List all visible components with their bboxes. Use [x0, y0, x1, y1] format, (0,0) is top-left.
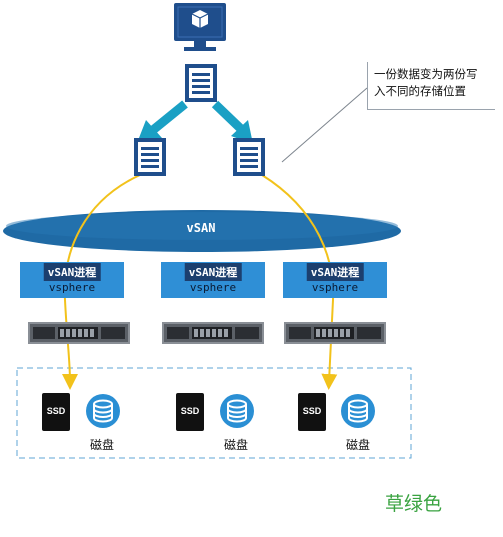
ssd-icon: SSD [176, 393, 204, 431]
annotation-line-1: 一份数据变为两份写 [374, 67, 478, 81]
host-subtitle: vsphere [311, 281, 359, 294]
annotation-callout: 一份数据变为两份写 入不同的存储位置 [367, 62, 495, 110]
computer-monitor-icon [174, 3, 226, 51]
disk-icon [86, 394, 120, 428]
copy-document-icon-left [134, 138, 166, 176]
copy-document-icon-right [233, 138, 265, 176]
storage-group-border [16, 367, 412, 459]
disk-icon [341, 394, 375, 428]
ssd-label: SSD [46, 406, 66, 416]
host-box-1: vSAN进程 vsphere [20, 262, 124, 298]
host-subtitle: vsphere [48, 281, 96, 294]
server-rack-icon [162, 322, 264, 344]
ssd-label: SSD [302, 406, 322, 416]
disk-label: 磁盘 [90, 438, 115, 452]
source-document-icon [185, 64, 217, 102]
annotation-line-2: 入不同的存储位置 [374, 84, 466, 98]
note-text: 草绿色 [385, 493, 443, 515]
ssd-label: SSD [180, 406, 200, 416]
vsan-ellipse-highlight [6, 212, 398, 240]
split-arrow-left [137, 100, 188, 143]
ssd-icon: SSD [298, 393, 326, 431]
host-title: vSAN进程 [43, 263, 101, 281]
disk-label: 磁盘 [346, 438, 371, 452]
callout-leader-line [281, 87, 368, 163]
host-box-2: vSAN进程 vsphere [161, 262, 265, 298]
ssd-icon: SSD [42, 393, 70, 431]
server-rack-icon [28, 322, 130, 344]
host-box-3: vSAN进程 vsphere [283, 262, 387, 298]
server-rack-icon [284, 322, 386, 344]
disk-label: 磁盘 [224, 438, 249, 452]
host-title: vSAN进程 [306, 263, 364, 281]
host-title: vSAN进程 [184, 263, 242, 281]
vsan-cluster-label: vSAN [186, 221, 216, 235]
host-subtitle: vsphere [189, 281, 237, 294]
disk-icon [220, 394, 254, 428]
